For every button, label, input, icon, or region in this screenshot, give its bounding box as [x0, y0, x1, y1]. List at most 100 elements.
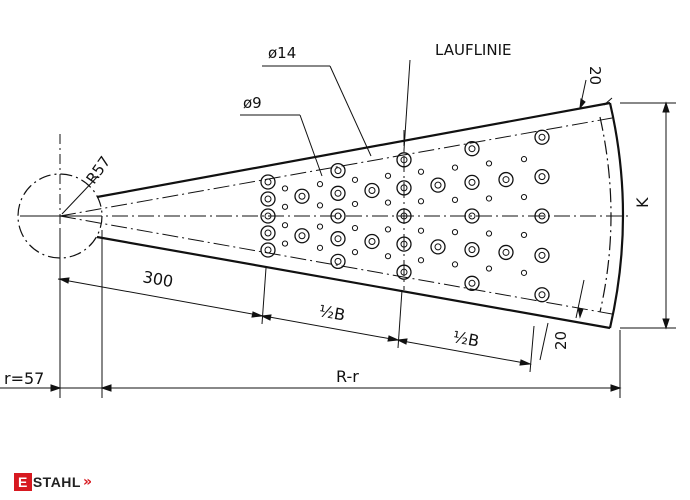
large-hole: [534, 168, 550, 185]
small-hole: [384, 226, 392, 233]
large-hole-center: [502, 248, 510, 256]
large-hole-center: [468, 246, 476, 254]
small-hole: [485, 230, 493, 237]
top-offset-label: 20: [586, 66, 604, 85]
large-hole: [396, 264, 412, 280]
small-hole: [281, 185, 289, 192]
small-hole: [384, 253, 392, 260]
large-hole: [260, 242, 276, 258]
large-hole-center: [264, 246, 272, 254]
large-hole: [464, 241, 480, 258]
large-hole: [260, 225, 276, 241]
large-hole-center: [538, 133, 546, 141]
large-hole: [534, 208, 550, 224]
estahl-logo: E STAHL »: [14, 472, 92, 492]
step-inner-arc: [599, 116, 612, 313]
large-hole-center: [434, 181, 442, 189]
hole-9-label: ø9: [243, 94, 262, 112]
large-hole: [294, 228, 310, 244]
large-hole-center: [264, 178, 272, 186]
large-hole-center: [334, 212, 342, 220]
large-hole-center: [334, 167, 342, 175]
large-hole: [396, 180, 412, 196]
dimension-bottom-row: [0, 230, 622, 398]
step-outer-arc: [608, 102, 625, 329]
large-hole: [364, 182, 380, 199]
large-hole-center: [538, 212, 546, 220]
small-hole: [281, 203, 289, 210]
small-hole: [451, 229, 459, 236]
large-hole: [396, 152, 412, 168]
dimension-k: [620, 101, 676, 330]
large-hole: [396, 208, 412, 224]
hole-14-label: ø14: [268, 44, 296, 62]
logo-letter: E: [14, 473, 32, 491]
large-hole-center: [400, 240, 408, 248]
large-hole-center: [400, 156, 408, 164]
large-hole-center: [298, 192, 306, 200]
large-hole-center: [538, 291, 546, 299]
large-hole-center: [400, 268, 408, 276]
large-hole-center: [468, 178, 476, 186]
large-hole: [364, 233, 380, 250]
small-hole: [417, 198, 425, 205]
large-hole-center: [334, 189, 342, 197]
large-hole: [294, 188, 310, 204]
large-hole-center: [334, 257, 342, 265]
large-hole-center: [502, 176, 510, 184]
small-hole: [451, 261, 459, 268]
r57-arc-label: R57: [83, 153, 115, 188]
callout-leaders: [240, 59, 411, 177]
dimension-sloped-chain: [57, 260, 535, 373]
large-hole: [430, 177, 446, 193]
large-hole: [534, 287, 550, 303]
large-hole: [330, 208, 346, 224]
large-hole: [330, 231, 346, 247]
large-hole-center: [368, 187, 376, 195]
small-hole: [351, 176, 359, 183]
hole-pattern: [260, 129, 550, 303]
large-hole-center: [538, 251, 546, 259]
small-hole: [351, 249, 359, 256]
small-hole: [281, 222, 289, 229]
small-hole: [281, 240, 289, 247]
small-hole: [520, 156, 528, 163]
large-hole: [498, 171, 514, 188]
large-hole: [330, 253, 346, 270]
large-hole: [260, 174, 276, 190]
small-hole: [451, 196, 459, 203]
step-outline: [96, 101, 611, 330]
small-hole: [485, 265, 493, 272]
small-hole: [316, 223, 324, 230]
large-hole: [498, 244, 514, 261]
small-hole: [316, 244, 324, 251]
dimension-bottom-20: [539, 279, 585, 361]
large-hole-center: [264, 195, 272, 203]
small-hole: [417, 168, 425, 175]
small-hole: [384, 172, 392, 179]
small-hole: [520, 269, 528, 276]
large-hole-center: [368, 237, 376, 245]
large-hole-center: [334, 235, 342, 243]
small-hole: [384, 199, 392, 206]
logo-arrows-icon: »: [82, 474, 93, 490]
large-hole: [464, 208, 480, 224]
half-b-label-2: ½B: [451, 327, 480, 350]
large-hole: [464, 174, 480, 191]
k-label: K: [633, 197, 652, 208]
large-hole-center: [468, 212, 476, 220]
small-hole: [520, 193, 528, 201]
large-hole-center: [434, 243, 442, 251]
small-hole: [485, 195, 493, 202]
large-hole: [534, 247, 550, 264]
large-hole-center: [538, 173, 546, 181]
large-hole: [260, 208, 276, 224]
small-hole: [316, 202, 324, 209]
large-hole-center: [298, 232, 306, 240]
r-equals-57-label: r=57: [4, 369, 44, 388]
half-b-label-1: ½B: [317, 301, 346, 324]
large-hole: [330, 185, 346, 201]
large-hole-center: [400, 212, 408, 220]
small-hole: [351, 224, 359, 232]
